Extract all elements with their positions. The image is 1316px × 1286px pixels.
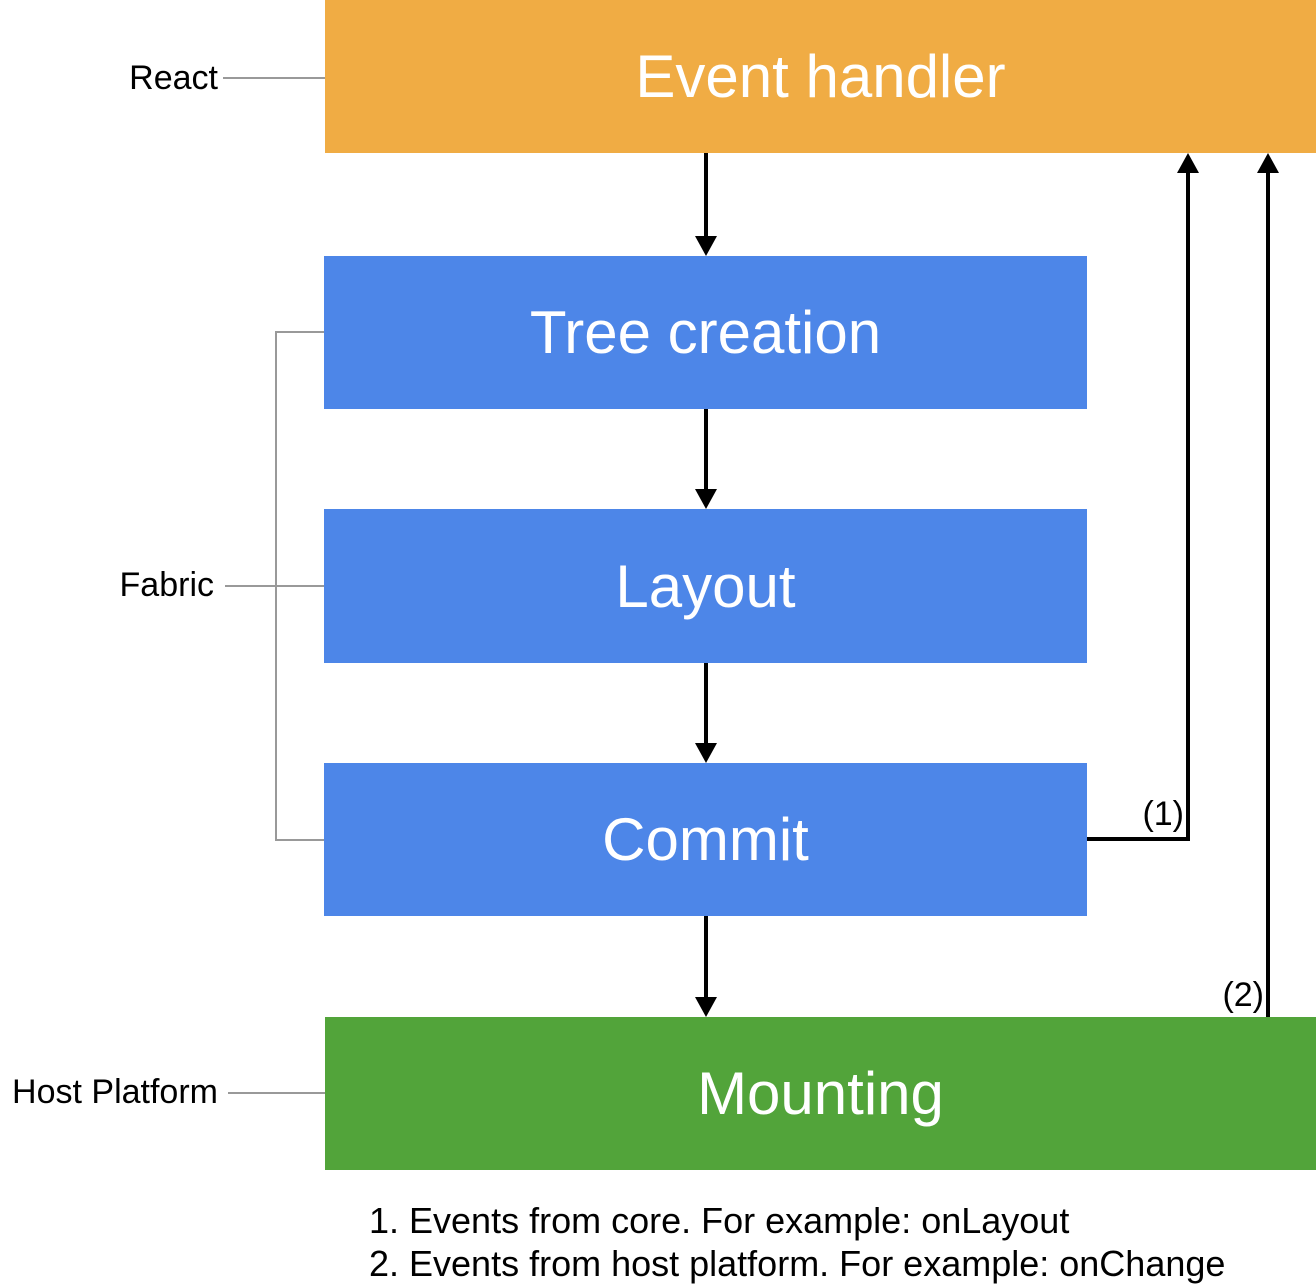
commit-box: Commit bbox=[324, 763, 1087, 916]
react-label: React bbox=[129, 59, 218, 97]
footnotes: 1. Events from core. For example: onLayo… bbox=[369, 1199, 1225, 1285]
fabric-connector-line bbox=[225, 585, 324, 587]
host-platform-connector-line bbox=[228, 1092, 325, 1094]
annotation-1: (1) bbox=[1142, 795, 1184, 833]
mounting-label: Mounting bbox=[697, 1060, 944, 1127]
arrow-shaft bbox=[704, 663, 708, 745]
arrow-shaft bbox=[704, 409, 708, 491]
host-platform-label: Host Platform bbox=[12, 1073, 218, 1111]
arrow-elbow-horizontal bbox=[1087, 837, 1188, 841]
react-connector-line bbox=[223, 77, 325, 79]
arrowhead-down-icon bbox=[695, 997, 717, 1017]
arrow-shaft bbox=[704, 916, 708, 999]
tree-creation-box: Tree creation bbox=[324, 256, 1087, 409]
arrowhead-down-icon bbox=[695, 489, 717, 509]
fabric-bracket-top-stub bbox=[275, 331, 324, 333]
arrowhead-down-icon bbox=[695, 236, 717, 256]
annotation-2: (2) bbox=[1222, 976, 1264, 1014]
layout-box: Layout bbox=[324, 509, 1087, 663]
arrowhead-up-icon bbox=[1177, 153, 1199, 173]
arrow-shaft bbox=[1266, 171, 1270, 1017]
commit-label: Commit bbox=[602, 806, 809, 873]
tree-creation-label: Tree creation bbox=[529, 299, 882, 366]
mounting-box: Mounting bbox=[325, 1017, 1316, 1170]
fabric-bracket-bottom-stub bbox=[275, 839, 324, 841]
footnote-2: 2. Events from host platform. For exampl… bbox=[369, 1243, 1226, 1284]
event-handler-label: Event handler bbox=[635, 43, 1006, 110]
footnote-1: 1. Events from core. For example: onLayo… bbox=[369, 1200, 1070, 1241]
fabric-label: Fabric bbox=[119, 566, 214, 604]
arrow-shaft bbox=[704, 153, 708, 238]
arrowhead-down-icon bbox=[695, 743, 717, 763]
layout-label: Layout bbox=[615, 552, 796, 620]
event-handler-box: Event handler bbox=[325, 0, 1316, 153]
arrowhead-up-icon bbox=[1257, 153, 1279, 173]
arrow-shaft bbox=[1186, 171, 1190, 841]
fabric-bracket-vertical bbox=[275, 331, 277, 841]
